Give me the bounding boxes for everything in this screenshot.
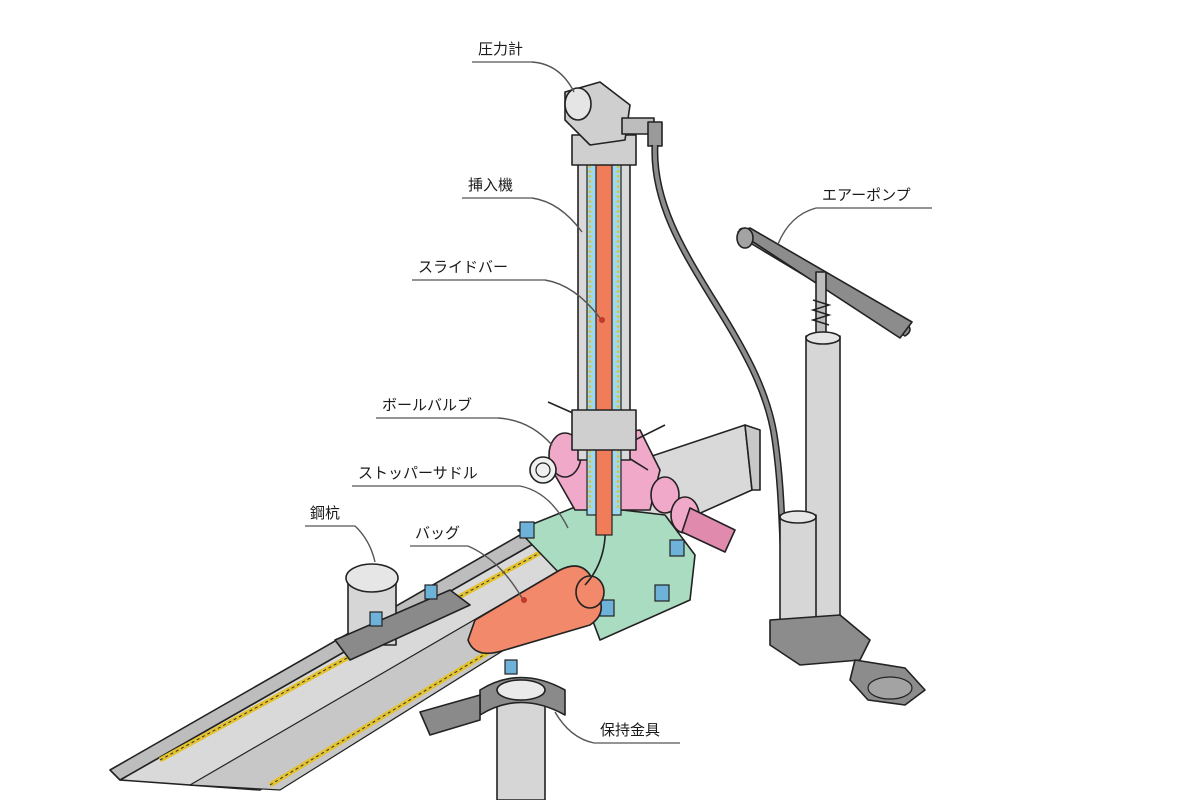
inserter: [571, 134, 637, 536]
label-ball-valve: ボールバルブ: [376, 396, 553, 446]
bag: [467, 519, 607, 655]
label-stopper-saddle: ストッパーサドル: [352, 464, 569, 529]
holding-bracket-left: [334, 584, 471, 661]
label-air-pump: エアーポンプ: [777, 186, 932, 245]
pressure-gauge: [564, 81, 663, 147]
svg-text:ボールバルブ: ボールバルブ: [382, 396, 472, 414]
svg-text:バッグ: バッグ: [415, 524, 460, 542]
label-holding-bracket: 保持金具: [554, 711, 680, 744]
svg-text:エアーポンプ: エアーポンプ: [822, 186, 911, 204]
svg-text:挿入機: 挿入機: [468, 176, 513, 194]
holding-bracket-bottom: [419, 659, 566, 800]
label-steel-pile: 鋼杭: [305, 504, 376, 563]
label-bag: バッグ: [410, 524, 527, 603]
svg-text:圧力計: 圧力計: [478, 40, 523, 58]
svg-text:ストッパーサドル: ストッパーサドル: [358, 464, 478, 482]
svg-text:保持金具: 保持金具: [600, 721, 660, 739]
svg-text:スライドバー: スライドバー: [418, 258, 508, 276]
label-slide-bar: スライドバー: [412, 258, 605, 323]
label-pressure-gauge: 圧力計: [472, 40, 575, 93]
air-pump: [736, 227, 926, 706]
svg-text:鋼杭: 鋼杭: [310, 504, 340, 522]
label-inserter: 挿入機: [462, 176, 583, 233]
